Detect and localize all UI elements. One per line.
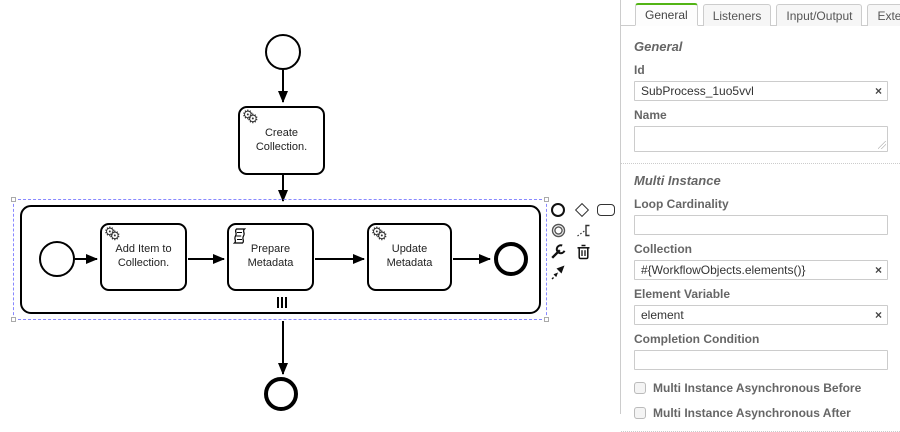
- clear-collection-icon[interactable]: ×: [874, 263, 882, 277]
- properties-tab-bar: General Listeners Input/Output Extension…: [621, 0, 900, 26]
- resize-handle[interactable]: [11, 197, 16, 202]
- subprocess-start-event[interactable]: [39, 241, 75, 277]
- id-label: Id: [634, 63, 645, 77]
- delete-trash-icon[interactable]: [574, 244, 592, 259]
- task-label: Update Metadata: [386, 243, 433, 269]
- id-input[interactable]: [634, 81, 888, 101]
- group-heading-general: General: [634, 39, 683, 54]
- tab-input-output[interactable]: Input/Output: [776, 4, 863, 26]
- append-task-icon[interactable]: [597, 202, 615, 217]
- async-after-label: Multi Instance Asynchronous After: [653, 406, 851, 420]
- resize-handle[interactable]: [11, 317, 16, 322]
- async-before-label: Multi Instance Asynchronous Before: [653, 381, 862, 395]
- append-text-annotation-icon[interactable]: [574, 223, 592, 238]
- clear-element-variable-icon[interactable]: ×: [874, 308, 882, 322]
- task-label: Prepare Metadata: [247, 243, 294, 269]
- global-connect-icon[interactable]: [549, 265, 567, 280]
- context-pad: [549, 202, 615, 286]
- async-after-checkbox[interactable]: [634, 407, 646, 419]
- parallel-multi-instance-icon: [277, 297, 287, 308]
- service-task-gears-icon: ⚙⚙: [242, 107, 259, 126]
- resize-handle[interactable]: [544, 317, 549, 322]
- task-update-metadata[interactable]: ⚙⚙ Update Metadata: [367, 223, 452, 291]
- script-task-icon: [233, 228, 246, 244]
- subprocess-end-event[interactable]: [494, 242, 528, 276]
- service-task-gears-icon: ⚙⚙: [104, 224, 121, 243]
- collection-input[interactable]: [634, 260, 888, 280]
- task-label: Create Collection.: [255, 126, 308, 153]
- task-create-collection[interactable]: ⚙⚙ Create Collection.: [238, 106, 325, 175]
- append-end-event-icon[interactable]: [549, 202, 566, 217]
- append-intermediate-event-icon[interactable]: [549, 223, 567, 238]
- element-variable-input[interactable]: [634, 305, 888, 325]
- group-heading-multi-instance: Multi Instance: [634, 173, 721, 188]
- service-task-gears-icon: ⚙⚙: [371, 224, 388, 243]
- task-prepare-metadata[interactable]: Prepare Metadata: [227, 223, 314, 291]
- properties-panel: General Listeners Input/Output Extension…: [620, 0, 900, 432]
- tab-listeners[interactable]: Listeners: [702, 4, 772, 26]
- resize-handle[interactable]: [544, 197, 549, 202]
- element-variable-label: Element Variable: [634, 287, 731, 301]
- loop-cardinality-input[interactable]: [634, 215, 888, 235]
- append-gateway-icon[interactable]: [573, 202, 590, 217]
- tab-general[interactable]: General: [635, 3, 698, 26]
- name-input[interactable]: [634, 126, 888, 152]
- group-divider: [621, 163, 900, 164]
- diagram-canvas[interactable]: ⚙⚙ Create Collection. ⚙⚙ Add Item to Col…: [0, 0, 620, 414]
- collection-label: Collection: [634, 242, 693, 256]
- completion-condition-input[interactable]: [634, 350, 888, 370]
- end-event[interactable]: [264, 377, 298, 411]
- completion-condition-label: Completion Condition: [634, 332, 760, 346]
- start-event[interactable]: [265, 34, 301, 70]
- name-label: Name: [634, 108, 667, 122]
- selection-outline: [11, 197, 549, 322]
- async-before-checkbox[interactable]: [634, 382, 646, 394]
- change-type-wrench-icon[interactable]: [549, 243, 567, 259]
- task-add-item[interactable]: ⚙⚙ Add Item to Collection.: [100, 223, 187, 291]
- tab-extensions[interactable]: Extensions: [867, 4, 900, 26]
- loop-cardinality-label: Loop Cardinality: [634, 197, 729, 211]
- task-label: Add Item to Collection.: [115, 243, 172, 269]
- resize-grip-icon[interactable]: [878, 141, 886, 149]
- subprocess[interactable]: [20, 205, 541, 314]
- clear-id-icon[interactable]: ×: [874, 84, 882, 98]
